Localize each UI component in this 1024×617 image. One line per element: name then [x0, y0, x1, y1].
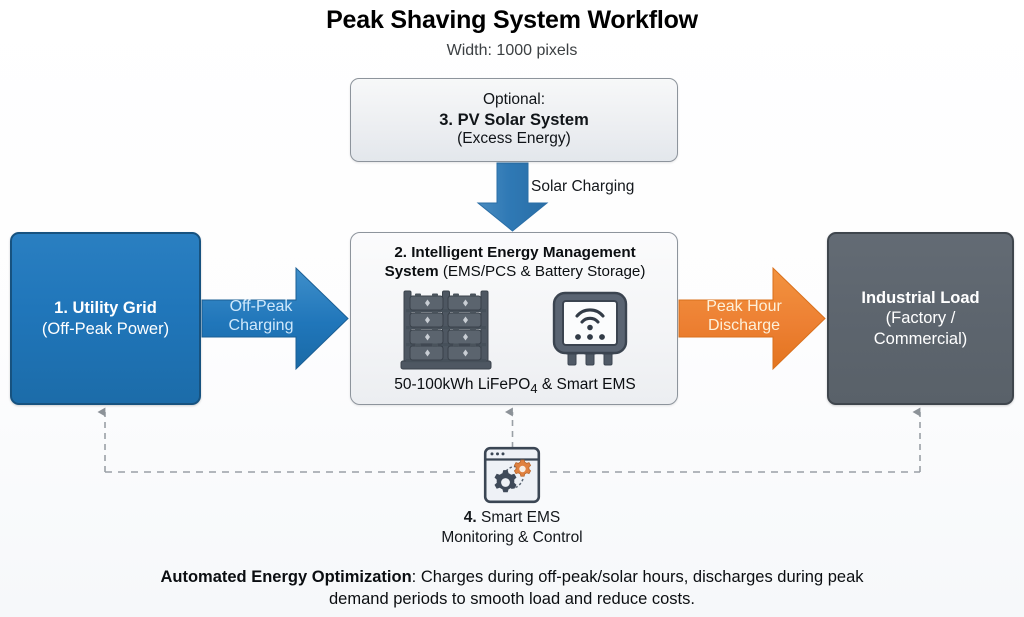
smart-ems-name: Smart EMS [476, 509, 561, 526]
ems-footer-pre: 50-100kWh LiFePO [394, 375, 531, 393]
industrial-load-subtitle-1: (Factory / [885, 309, 956, 328]
utility-grid-subtitle: (Off-Peak Power) [41, 319, 170, 338]
ems-icon-group [351, 285, 679, 375]
pv-solar-optional-label: Optional: [482, 91, 546, 109]
ems-footer-spec: 50-100kWh LiFePO4 & Smart EMS [357, 376, 673, 396]
ems-controller-icon [550, 289, 630, 371]
smart-ems-number: 4. [463, 509, 477, 526]
node-pv-solar-system[interactable]: Optional: 3. PV Solar System (Excess Ene… [350, 78, 678, 162]
smart-ems-title: 4. Smart EMS [392, 508, 632, 528]
gears-monitor-icon[interactable] [483, 446, 541, 504]
ems-heading-line1: 2. Intelligent Energy Management [394, 244, 636, 261]
node-intelligent-energy-management-system[interactable]: 2. Intelligent Energy Management System … [350, 232, 678, 405]
industrial-load-title: Industrial Load [861, 289, 980, 308]
node-utility-grid[interactable]: 1. Utility Grid (Off-Peak Power) [10, 232, 201, 405]
footer-caption-rest: : Charges during off-peak/solar hours, d… [411, 568, 864, 586]
smart-ems-caption: 4. Smart EMS Monitoring & Control [392, 508, 632, 548]
ems-footer-post: & Smart EMS [537, 375, 636, 393]
page-subtitle: Width: 1000 pixels [446, 42, 578, 59]
footer-caption-bold: Automated Energy Optimization [160, 568, 412, 586]
arrow-off-peak-charging [201, 266, 349, 371]
utility-grid-title: 1. Utility Grid [54, 299, 157, 318]
industrial-load-subtitle-2: Commercial) [873, 329, 968, 348]
smart-ems-subtitle: Monitoring & Control [441, 528, 583, 546]
node-industrial-load[interactable]: Industrial Load (Factory / Commercial) [827, 232, 1014, 405]
footer-caption: Automated Energy Optimization: Charges d… [62, 566, 962, 611]
arrow-peak-hour-discharge [678, 266, 826, 371]
ems-heading-line2-rest: (EMS/PCS & Battery Storage) [442, 263, 646, 280]
ems-heading-line2-bold: System [384, 263, 439, 280]
ems-footer-sub: 4 [530, 381, 538, 396]
footer-caption-line2: demand periods to smooth load and reduce… [329, 590, 695, 609]
battery-rack-icon [400, 289, 492, 371]
arrow-solar-charging [476, 162, 549, 232]
pv-solar-subtitle: (Excess Energy) [457, 130, 571, 148]
pv-solar-title: 3. PV Solar System [439, 110, 589, 129]
ems-heading: 2. Intelligent Energy Management System … [357, 243, 673, 281]
page-title: Peak Shaving System Workflow [326, 6, 698, 34]
